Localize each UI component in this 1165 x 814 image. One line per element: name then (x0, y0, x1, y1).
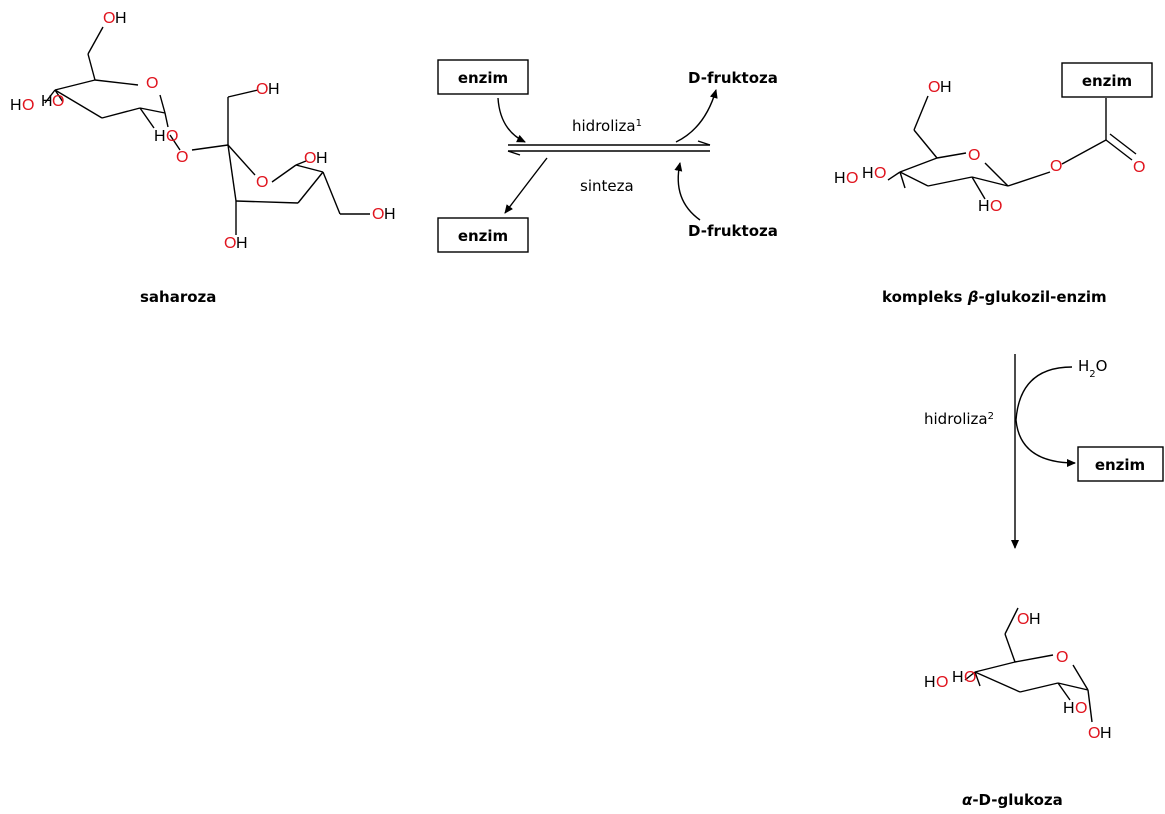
enzyme-box-top: enzim (437, 59, 529, 95)
atom-o: O (964, 669, 976, 686)
atom-o: O (1133, 159, 1145, 176)
atom-o: O (372, 206, 384, 223)
fructose-label-top: D-fruktoza (688, 69, 778, 87)
atom-h: H (834, 170, 846, 187)
atom-h: H (1063, 700, 1075, 717)
atom-h: H (940, 79, 952, 96)
atom-o: O (874, 165, 886, 182)
equilibrium-arrows (507, 140, 711, 156)
fructose-in-arrow (674, 162, 701, 221)
enzyme-label: enzim (458, 227, 508, 245)
atom-o: O (1056, 649, 1068, 666)
sucrose-name: saharoza (140, 288, 216, 306)
atom-h: H (236, 235, 248, 252)
hydrolysis2-label: hidroliza2 (924, 410, 994, 428)
atom-o: O (22, 97, 34, 114)
atom-o: O (936, 674, 948, 691)
atom-h: H (41, 93, 53, 110)
complex-name: kompleks β-glukozil-enzim (882, 288, 1107, 306)
hydrolysis2-arrows (1011, 354, 1076, 549)
atom-o: O (304, 150, 316, 167)
atom-o: O (1075, 700, 1087, 717)
atom-o: O (52, 93, 64, 110)
atom-o: O (846, 170, 858, 187)
glucose-name: α-D-glukoza (962, 791, 1063, 809)
atom-h: H (115, 10, 127, 27)
enzyme-box-released: enzim (1077, 446, 1164, 482)
hydrolysis1-label: hidroliza1 (572, 117, 642, 135)
atom-o: O (256, 81, 268, 98)
atom-o: O (968, 147, 980, 164)
enzyme-label: enzim (1095, 456, 1145, 474)
atom-h: H (384, 206, 396, 223)
atom-h: H (154, 128, 166, 145)
atom-h: H (268, 81, 280, 98)
atom-h: H (924, 674, 936, 691)
atom-o: O (146, 75, 158, 92)
glucose-structure (964, 607, 1093, 723)
fructose-out-arrow (675, 89, 718, 143)
atom-o: O (166, 128, 178, 145)
enzyme-in-arrow (497, 97, 526, 143)
atom-o: O (928, 79, 940, 96)
atom-o: O (256, 174, 268, 191)
atom-h: H (862, 165, 874, 182)
water-label: H2O (1078, 357, 1107, 380)
enzyme-box-bottom: enzim (437, 217, 529, 253)
atom-h: H (952, 669, 964, 686)
atom-h: H (1029, 611, 1041, 628)
atom-o: O (990, 198, 1002, 215)
atom-h: H (978, 198, 990, 215)
atom-o: O (176, 149, 188, 166)
atom-h: H (10, 97, 22, 114)
complex-structure (887, 95, 1137, 200)
synthesis-label: sinteza (580, 177, 634, 195)
atom-o: O (224, 235, 236, 252)
fructose-label-bottom: D-fruktoza (688, 222, 778, 240)
atom-o: O (103, 10, 115, 27)
atom-h: H (316, 150, 328, 167)
enzyme-label: enzim (458, 69, 508, 87)
atom-h: H (1100, 725, 1112, 742)
enzyme-box-complex: enzim (1061, 62, 1153, 98)
sucrose-structure (44, 26, 370, 235)
atom-o: O (1050, 158, 1062, 175)
enzyme-out-arrow (504, 157, 548, 214)
atom-o: O (1017, 611, 1029, 628)
enzyme-label: enzim (1082, 72, 1132, 90)
atom-o: O (1088, 725, 1100, 742)
